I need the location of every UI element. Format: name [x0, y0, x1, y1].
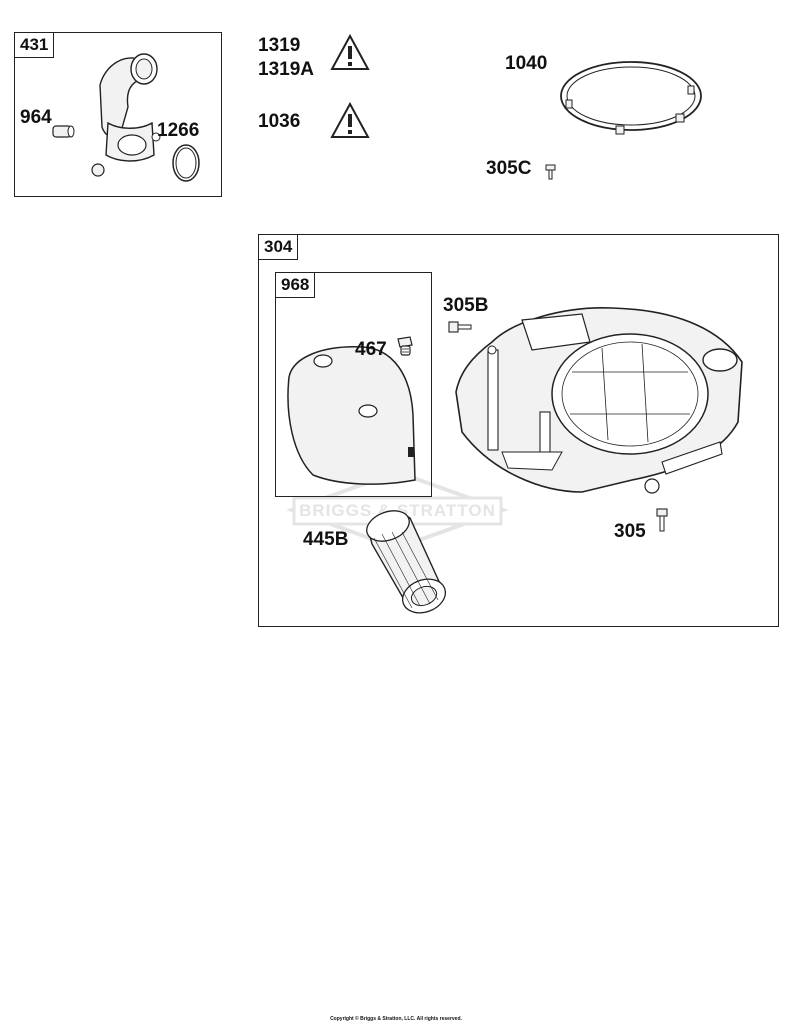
part-1266-drawing [172, 144, 200, 182]
part-467-drawing [397, 336, 413, 356]
part-964-drawing [52, 125, 75, 138]
group-431-tag: 431 [15, 33, 55, 58]
part-1040-drawing [560, 61, 702, 135]
label-445B: 445B [303, 529, 349, 550]
blower-housing-drawing [455, 307, 743, 494]
group-968-box: 968 [275, 272, 432, 497]
label-305B: 305B [443, 295, 489, 316]
group-968-tag: 968 [276, 273, 316, 298]
label-964: 964 [20, 107, 52, 128]
part-305-drawing [656, 508, 668, 532]
group-304-box: 304 [258, 234, 779, 627]
label-305: 305 [614, 521, 646, 542]
label-1266: 1266 [157, 120, 200, 141]
label-1036: 1036 [258, 111, 301, 132]
part-445B-drawing [366, 510, 447, 614]
label-1319A: 1319A [258, 59, 314, 80]
elbow-tube-drawing [91, 53, 161, 177]
label-467: 467 [355, 339, 387, 360]
label-1319: 1319 [258, 35, 301, 56]
group-304-tag: 304 [259, 235, 299, 260]
label-1040: 1040 [505, 53, 548, 74]
fuel-tank-cover-drawing [287, 346, 416, 485]
warning-triangle-icon [330, 101, 370, 138]
part-305C-drawing [545, 164, 556, 180]
copyright-notice: Copyright © Briggs & Stratton, LLC. All … [330, 1016, 462, 1022]
part-305B-drawing [448, 321, 472, 333]
group-431-box: 431 [14, 32, 222, 197]
warning-triangle-icon [330, 33, 370, 70]
label-305C: 305C [486, 158, 532, 179]
